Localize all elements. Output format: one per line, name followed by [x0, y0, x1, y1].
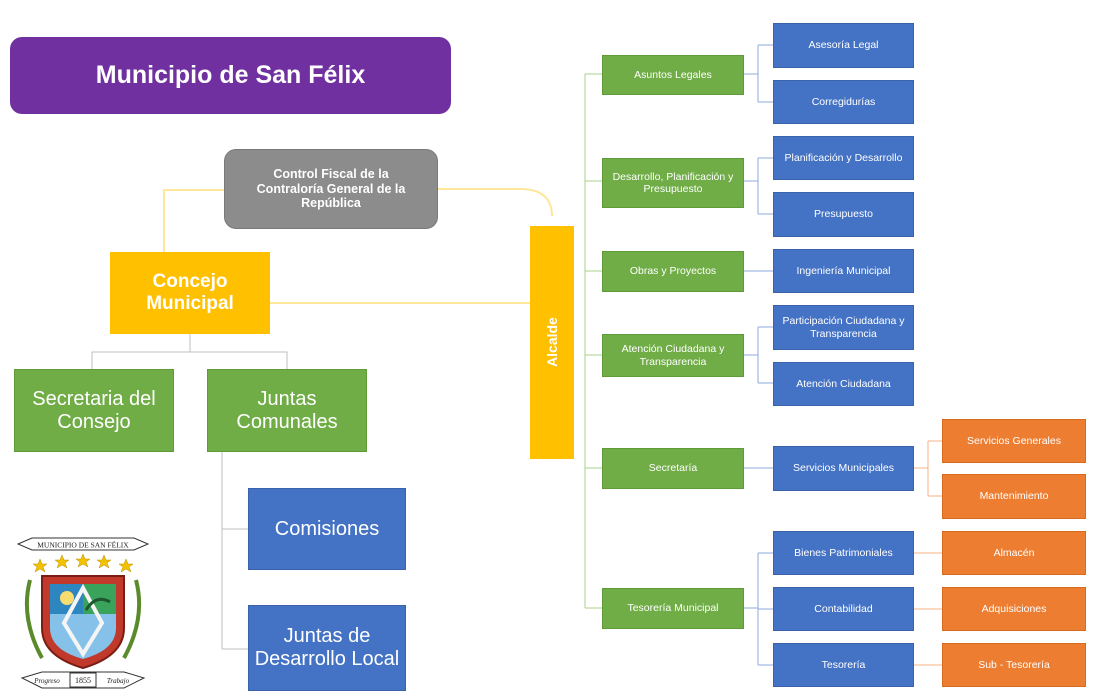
unit-servicios-municipales[interactable]: Servicios Municipales: [773, 446, 914, 491]
unit-bienes-patrimoniales[interactable]: Bienes Patrimoniales: [773, 531, 914, 575]
page-title: Municipio de San Félix: [10, 37, 451, 114]
unit-asesoria-legal[interactable]: Asesoría Legal: [773, 23, 914, 68]
concejo-municipal-box[interactable]: Concejo Municipal: [110, 252, 270, 334]
subunit-almacen[interactable]: Almacén: [942, 531, 1086, 575]
logo-motto-right: Trabajo: [107, 677, 130, 685]
subunit-sub-tesoreria[interactable]: Sub - Tesorería: [942, 643, 1086, 687]
secretaria-consejo-box[interactable]: Secretaria del Consejo: [14, 369, 174, 452]
logo-banner-text: MUNICIPIO DE SAN FÉLIX: [37, 540, 129, 550]
juntas-comunales-box[interactable]: Juntas Comunales: [207, 369, 367, 452]
dept-secretaria[interactable]: Secretaría: [602, 448, 744, 489]
unit-tesoreria[interactable]: Tesorería: [773, 643, 914, 687]
unit-planificacion-desarrollo[interactable]: Planificación y Desarrollo: [773, 136, 914, 180]
dept-atencion-ciudadana[interactable]: Atención Ciudadana y Transparencia: [602, 334, 744, 377]
juntas-desarrollo-local-box[interactable]: Juntas de Desarrollo Local: [248, 605, 406, 691]
dept-desarrollo-planificacion[interactable]: Desarrollo, Planificación y Presupuesto: [602, 158, 744, 208]
control-fiscal-box[interactable]: Control Fiscal de la Contraloría General…: [224, 149, 438, 229]
alcalde-label: Alcalde: [543, 317, 560, 368]
unit-presupuesto[interactable]: Presupuesto: [773, 192, 914, 237]
subunit-servicios-generales[interactable]: Servicios Generales: [942, 419, 1086, 463]
unit-atencion-ciudadana[interactable]: Atención Ciudadana: [773, 362, 914, 406]
unit-ingenieria-municipal[interactable]: Ingeniería Municipal: [773, 249, 914, 293]
stars-icon: [32, 553, 134, 573]
subunit-adquisiciones[interactable]: Adquisiciones: [942, 587, 1086, 631]
dept-asuntos-legales[interactable]: Asuntos Legales: [602, 55, 744, 95]
unit-corregidurias[interactable]: Corregidurías: [773, 80, 914, 124]
logo-year: 1855: [75, 676, 91, 685]
comisiones-box[interactable]: Comisiones: [248, 488, 406, 570]
dept-obras-proyectos[interactable]: Obras y Proyectos: [602, 251, 744, 292]
logo-motto-left: Progreso: [33, 677, 60, 685]
subunit-mantenimiento[interactable]: Mantenimiento: [942, 474, 1086, 519]
unit-contabilidad[interactable]: Contabilidad: [773, 587, 914, 631]
dept-tesoreria-municipal[interactable]: Tesorería Municipal: [602, 588, 744, 629]
alcalde-box[interactable]: Alcalde: [530, 226, 574, 459]
unit-participacion-ciudadana[interactable]: Participación Ciudadana y Transparencia: [773, 305, 914, 350]
coat-of-arms-logo: MUNICIPIO DE SAN FÉLIX Progreso 1855 Tra…: [16, 537, 150, 689]
